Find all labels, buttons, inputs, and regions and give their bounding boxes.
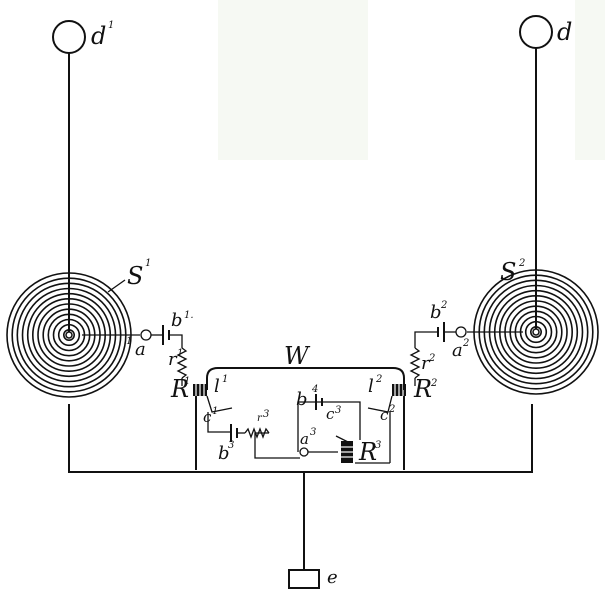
background-panel-center xyxy=(218,0,368,160)
label-b3: b xyxy=(218,443,230,464)
wire-b1-r1 xyxy=(169,334,183,348)
label-d1: d xyxy=(91,22,106,50)
terminal-a3 xyxy=(299,447,309,457)
armature-l1 xyxy=(206,395,233,413)
label-b1-sup: 1. xyxy=(184,310,194,321)
label-r1: r xyxy=(168,349,178,370)
terminal-a2 xyxy=(455,326,467,338)
earth-plate-e xyxy=(288,569,320,589)
inner-loop xyxy=(297,401,361,440)
label-c3: c xyxy=(326,405,335,423)
resistor-r1 xyxy=(176,347,188,379)
label-R2: R xyxy=(413,375,432,403)
coil-center-terminal xyxy=(65,331,73,339)
label-r2: r xyxy=(421,353,431,374)
label-e: e xyxy=(327,567,338,588)
label-R3-sup: 3 xyxy=(375,440,381,451)
armature-l2 xyxy=(367,395,393,413)
label-b3-sup: 3 xyxy=(228,440,234,451)
coil-center-terminal xyxy=(532,328,540,336)
label-s1-sup: 1 xyxy=(145,258,151,269)
label-s2: S xyxy=(500,258,516,286)
label-a2: a xyxy=(452,340,463,361)
label-c2-sup: 2 xyxy=(388,404,395,415)
spiral-coil-left xyxy=(6,272,132,398)
common-ground-bus xyxy=(68,404,533,473)
resistor-r2 xyxy=(409,347,421,379)
label-a1-sup: 1 xyxy=(126,336,132,347)
label-s1: S xyxy=(127,262,143,290)
coil-turn xyxy=(62,328,75,341)
label-d1-sup: 1 xyxy=(108,20,114,31)
label-a2-sup: 2 xyxy=(462,338,469,349)
label-c3-sup: 3 xyxy=(335,405,341,416)
box-W-top xyxy=(206,367,405,390)
label-w: W xyxy=(284,342,311,370)
label-s2-sup: 2 xyxy=(518,258,525,269)
label-l1-sup: 1 xyxy=(222,374,228,385)
ground-wiring xyxy=(68,404,533,589)
label-b4-sup: 4 xyxy=(311,384,318,395)
label-a3-sup: 3 xyxy=(310,427,316,438)
background-panel-right xyxy=(575,0,605,160)
coil-turn xyxy=(57,323,81,347)
label-c1-sup: 1 xyxy=(212,406,218,417)
label-r2-sup: 2 xyxy=(428,353,435,364)
label-a1: a xyxy=(135,339,146,360)
wire-r3-a3 xyxy=(254,432,300,459)
label-r1-sup: 1 xyxy=(177,348,183,359)
label-R1-sup: 1 xyxy=(184,376,190,387)
label-b1: b xyxy=(171,310,183,331)
leader-s1 xyxy=(107,279,126,293)
label-b2-sup: 2 xyxy=(440,300,447,311)
label-R2-sup: 2 xyxy=(430,378,437,389)
capacity-ball-left xyxy=(52,20,86,54)
left-coupling-circuit xyxy=(82,325,207,396)
label-c2: c xyxy=(380,406,389,424)
label-d2: d xyxy=(557,18,572,46)
label-l1: l xyxy=(214,376,220,397)
label-l2-sup: 2 xyxy=(375,374,382,385)
label-b2: b xyxy=(430,302,442,323)
label-R3: R xyxy=(358,438,377,466)
label-c1: c xyxy=(203,408,212,426)
label-R1: R xyxy=(170,375,189,403)
label-r3-sup: 3 xyxy=(263,409,269,420)
antenna-right xyxy=(519,15,553,335)
coil-turn xyxy=(524,320,548,344)
coil-turn xyxy=(529,325,542,338)
label-r3: r xyxy=(257,413,263,424)
resistor-r3 xyxy=(244,427,270,439)
label-a3: a xyxy=(300,430,309,448)
capacity-ball-right xyxy=(519,15,553,49)
label-l2: l xyxy=(368,376,374,397)
wire-c1-b3 xyxy=(207,412,230,433)
wire-b2-r2 xyxy=(414,331,438,348)
receiver-box-W xyxy=(195,367,405,470)
label-b4: b xyxy=(296,389,308,410)
